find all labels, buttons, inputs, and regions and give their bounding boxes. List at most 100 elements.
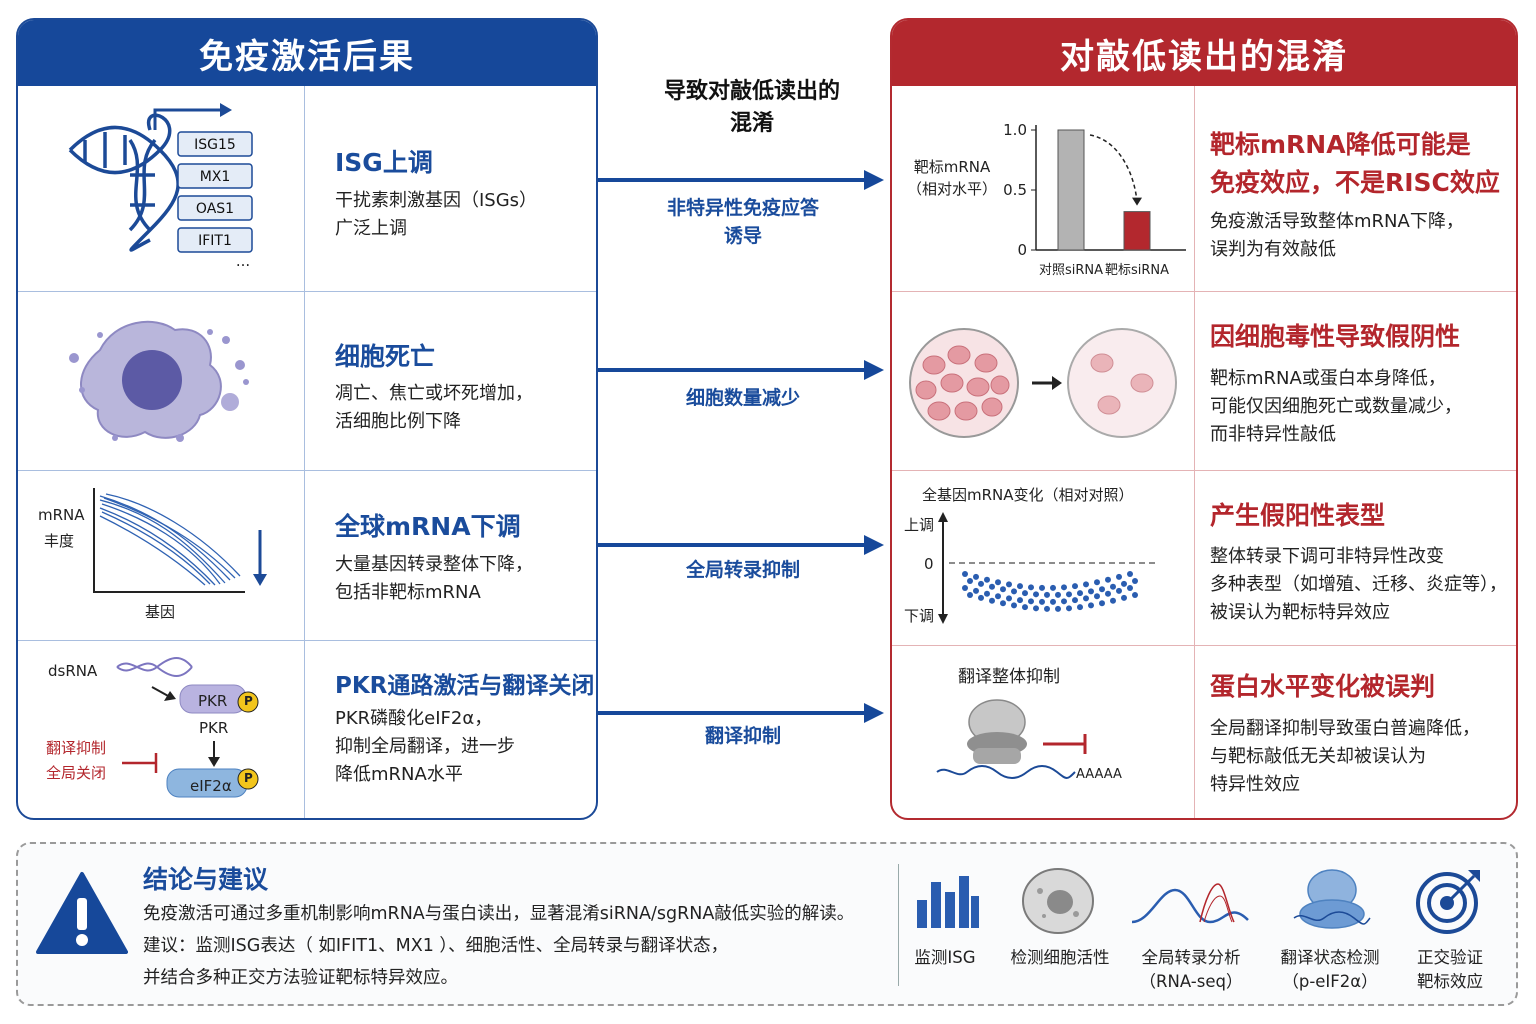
- title-line: 靶标mRNA降低可能是: [1210, 130, 1471, 159]
- pkr-box: PKR: [198, 692, 228, 710]
- mrna-ylabel-2: 丰度: [44, 532, 75, 550]
- desc-line: 凋亡、焦亡或坏死增加，: [335, 383, 533, 404]
- scatter-point: [995, 579, 1001, 586]
- scatter-point: [1044, 591, 1050, 598]
- scatter-down-label: 下调: [904, 607, 935, 625]
- right-title-2: 因细胞毒性导致假阴性: [1210, 322, 1461, 351]
- right-desc-2: 靶标mRNA或蛋白本身降低， 可能仅因细胞死亡或数量减少， 而非特异性敲低: [1210, 365, 1462, 449]
- conclusion-title: 结论与建议: [143, 865, 269, 894]
- row-divider: [892, 470, 1516, 471]
- scatter-point: [1121, 594, 1127, 601]
- scatter-point: [1072, 583, 1078, 590]
- ribosome-icon: [1293, 869, 1371, 929]
- pkr-label: PKR: [199, 719, 229, 737]
- scatter-point: [984, 590, 990, 597]
- scatter-point: [984, 576, 990, 583]
- desc-line: 特异性效应: [1210, 774, 1300, 795]
- scatter-point: [1072, 597, 1078, 604]
- bar-chart-icon: [917, 876, 979, 928]
- scatter-point: [1132, 592, 1138, 598]
- desc-line: 抑制全局翻译，进一步: [335, 736, 515, 757]
- gene-label: ISG15: [194, 137, 236, 153]
- warning-icon: [36, 872, 128, 954]
- mrna-downregulation-plot: [93, 488, 267, 593]
- eif2a-box: eIF2α: [190, 777, 232, 795]
- row-desc-mrna-down: 大量基因转录整体下降， 包括非靶标mRNA: [335, 551, 533, 607]
- row-divider: [18, 640, 596, 641]
- gene-ellipsis: ...: [236, 252, 250, 270]
- scatter-title: 全基因mRNA变化（相对对照）: [922, 486, 1134, 504]
- scatter-point: [1000, 586, 1006, 593]
- scatter-point: [1006, 595, 1012, 602]
- middle-title: 导致对敲低读出的 混淆: [640, 76, 864, 140]
- scatter-point: [967, 578, 973, 584]
- desc-line: 降低mRNA水平: [335, 764, 463, 785]
- right-title-3: 产生假阳性表型: [1210, 501, 1386, 530]
- scatter-point: [1110, 597, 1116, 604]
- arrow-icon: [864, 703, 884, 723]
- right-title-4: 蛋白水平变化被误判: [1210, 672, 1436, 701]
- dish-after-icon: [1067, 328, 1177, 438]
- title-line: 免疫效应，不是RISC效应: [1210, 168, 1500, 197]
- middle-title-line: 导致对敲低读出的: [663, 79, 840, 104]
- scatter-zero-label: 0: [924, 555, 934, 573]
- pkr-phospho: P: [244, 694, 253, 708]
- desc-line: 而非特异性敲低: [1210, 424, 1336, 445]
- scatter-point: [1094, 593, 1100, 600]
- right-desc-1: 免疫激活导致整体mRNA下降， 误判为有效敲低: [1210, 208, 1464, 264]
- cell-dish-comparison: [909, 328, 1177, 438]
- scatter-point: [1127, 571, 1133, 577]
- column-divider: [304, 86, 305, 818]
- scatter-point: [995, 593, 1001, 600]
- pkr-pathway-illustration: [116, 657, 259, 798]
- right-title-1: 靶标mRNA降低可能是 免疫效应，不是RISC效应: [1210, 126, 1500, 202]
- scatter-point: [989, 583, 995, 590]
- gene-label: MX1: [200, 169, 231, 185]
- scatter-point: [1055, 605, 1061, 612]
- scatter-point: [967, 592, 973, 598]
- arrow-icon: [864, 170, 884, 190]
- row-title-cell-death: 细胞死亡: [335, 342, 436, 371]
- tool-label-rnaseq: 全局转录分析 （RNA-seq）: [1126, 946, 1256, 994]
- scatter-point: [962, 585, 968, 591]
- desc-line: 靶标mRNA或蛋白本身降低，: [1210, 368, 1446, 389]
- decrease-arrow-icon: [1089, 134, 1138, 202]
- desc-line: 包括非靶标mRNA: [335, 582, 481, 603]
- down-arrow-icon: [253, 574, 267, 586]
- scatter-point: [1061, 584, 1067, 591]
- scatter-point: [978, 594, 984, 601]
- desc-line: 与靶标敲低无关却被误认为: [1210, 746, 1426, 767]
- scatter-point: [1011, 602, 1017, 609]
- conclusion-box: [16, 842, 1518, 1006]
- desc-line: 可能仅因细胞死亡或数量减少，: [1210, 396, 1462, 417]
- dsrna-label: dsRNA: [48, 662, 98, 680]
- scatter-point: [1044, 605, 1050, 612]
- scatter-point: [1033, 605, 1039, 612]
- conclusion-line-3: 并结合多种正交方法验证靶标特异效应。: [143, 968, 458, 988]
- row-divider: [18, 470, 596, 471]
- scatter-point: [1017, 597, 1023, 604]
- dying-cell-icon: [69, 320, 249, 442]
- row-divider: [892, 645, 1516, 646]
- scatter-point: [1000, 600, 1006, 607]
- mrna-strand-icon: [936, 765, 1076, 779]
- scatter-point: [1094, 579, 1100, 586]
- scatter-point: [1050, 598, 1056, 605]
- tool-label-line: 正交验证: [1417, 948, 1483, 967]
- scatter-point: [1110, 583, 1116, 590]
- scatter-point: [1055, 591, 1061, 598]
- scatter-point: [1116, 587, 1122, 594]
- desc-line: 大量基因转录整体下降，: [335, 554, 533, 575]
- scatter-point: [1083, 595, 1089, 602]
- arrow-label-line: 非特异性免疫应答: [666, 197, 819, 219]
- bar-y-tick-label: 1.0: [1003, 121, 1027, 139]
- gene-box: [177, 131, 253, 157]
- desc-line: 全局翻译抑制导致蛋白普遍降低，: [1210, 718, 1480, 739]
- column-divider: [1194, 86, 1195, 818]
- conclusion-divider: [898, 864, 899, 986]
- scatter-point: [1050, 584, 1056, 591]
- dna-helix-icon: [68, 113, 180, 252]
- scatter-point: [1022, 604, 1028, 611]
- tool-label-line: 翻译状态检测: [1280, 948, 1380, 967]
